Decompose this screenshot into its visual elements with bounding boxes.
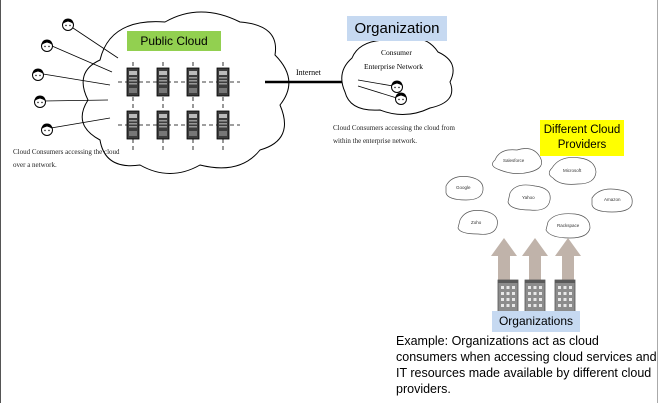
provider-google: Google [456,185,471,190]
org-consumer-links [357,79,401,100]
building-icon [497,279,576,315]
enterprise-consumers-note: Cloud Consumers accessing the cloud from… [333,124,455,145]
provider-microsoft: Microsoft [563,168,582,173]
internet-label: Internet [296,68,322,77]
provider-salesforce: Salesforce [503,158,525,163]
organization-label: Organization [347,16,447,41]
provider-names: Salesforce Microsoft Google Yahoo Amazon… [456,158,621,228]
user-icon [32,18,74,136]
enterprise-network-line1: Consumer [381,48,412,57]
example-caption: Example: Organizations act as cloud cons… [396,334,657,396]
provider-rackspace: Rackspace [557,223,580,228]
provider-clouds [445,148,633,239]
provider-zoho: Zoho [471,220,482,225]
provider-amazon: Amazon [604,197,621,202]
consumer-links [42,27,119,129]
arrow-up-icon [491,238,581,282]
enterprise-network-line2: Enterprise Network [364,62,423,71]
provider-yahoo: Yahoo [522,195,535,200]
organizations-label: Organizations [492,311,580,332]
cloud-consumers-note: Cloud Consumers accessing the cloud over… [13,148,120,169]
cloud-providers-label: Different Cloud Providers [540,120,624,156]
public-cloud-label: Public Cloud [127,31,221,51]
